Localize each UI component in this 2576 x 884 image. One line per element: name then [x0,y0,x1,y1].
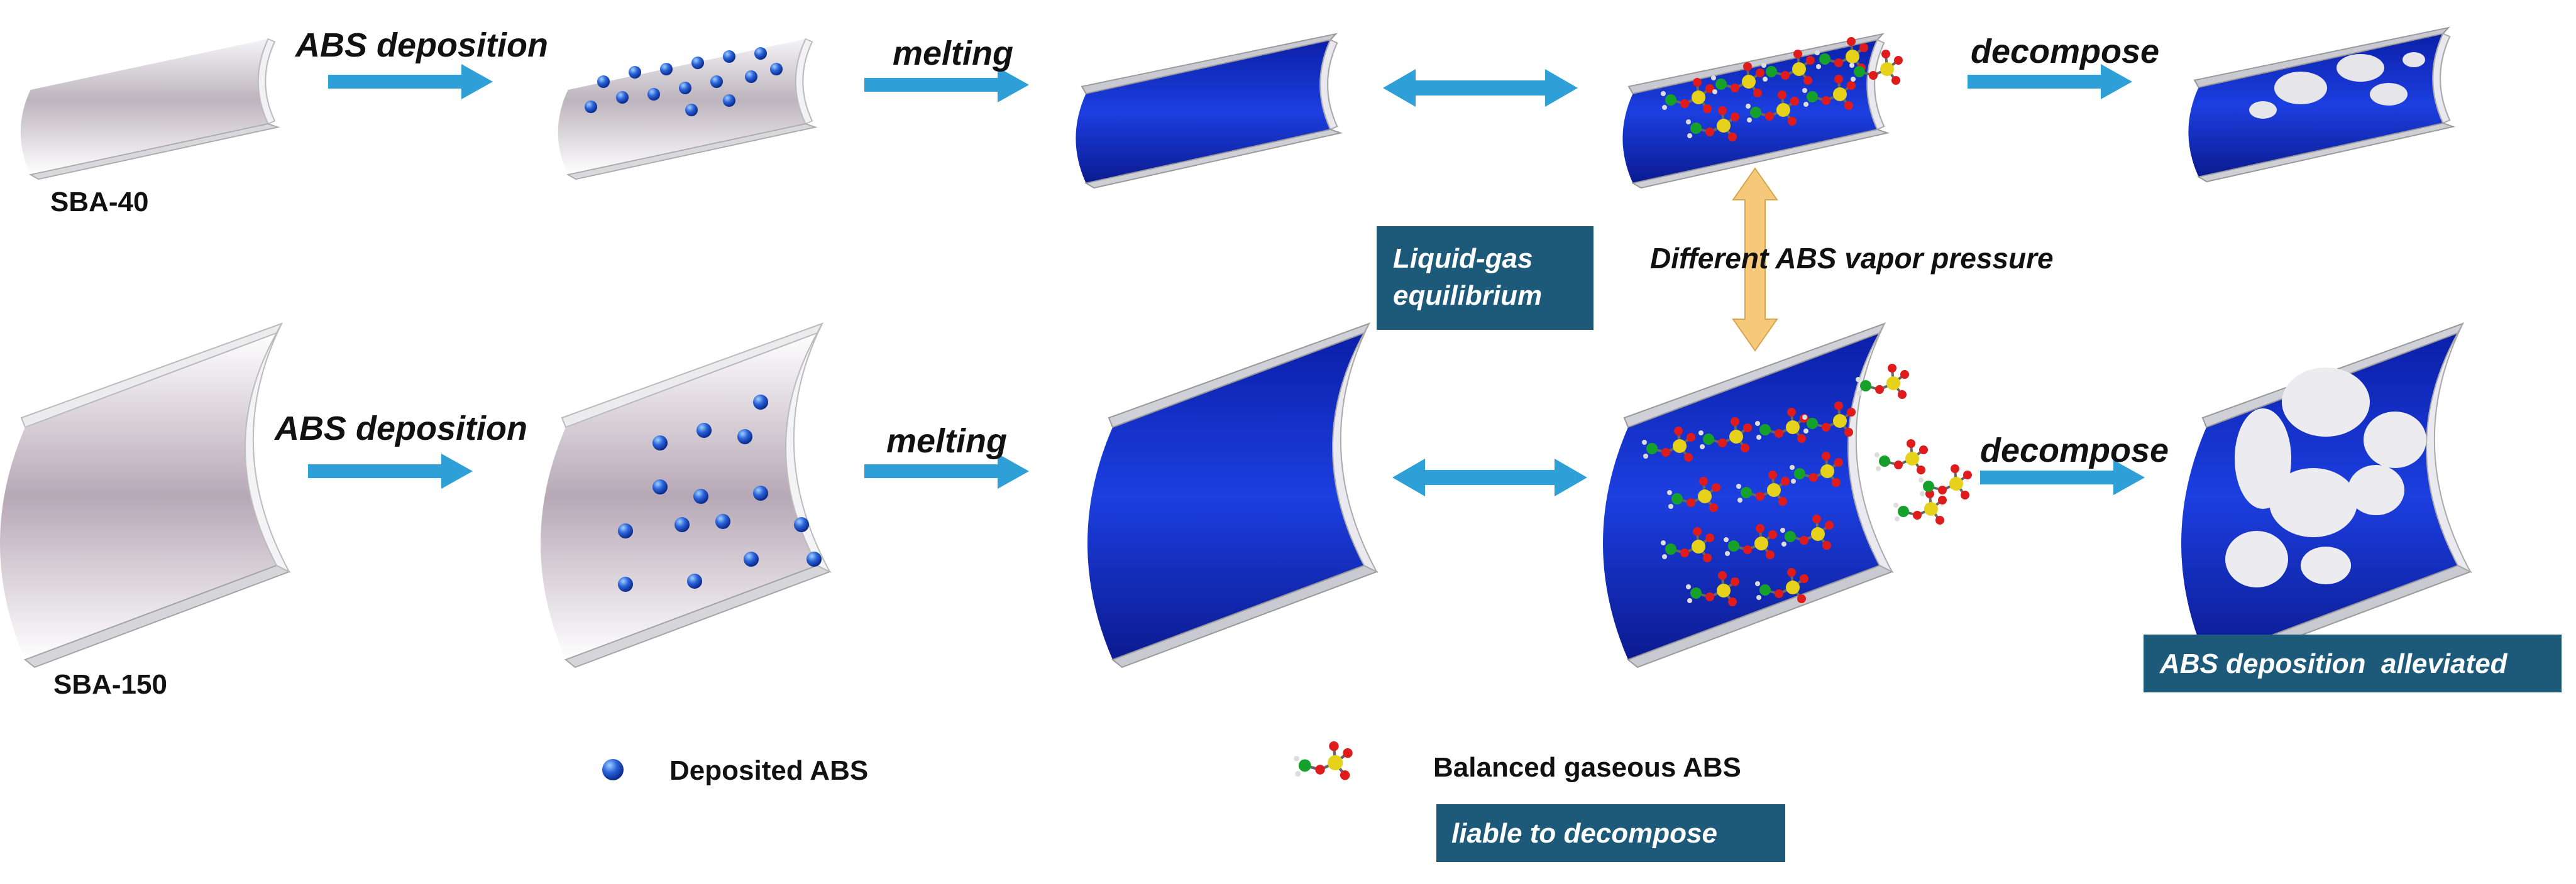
bottom-tube-melted [1087,323,1377,668]
top-sphere-group [585,47,783,116]
abs-sphere [629,66,641,79]
void-patch [2370,83,2408,106]
bottom-step-melting: melting [886,422,1008,460]
top-double-arrow [1383,69,1578,107]
void-patch [2364,412,2426,468]
top-step-melting: melting [893,35,1014,72]
abs-sphere [723,94,735,107]
abs-sphere [616,91,629,104]
sample-label-sba40: SBA-40 [50,187,149,217]
top-tube-empty [19,38,279,180]
void-patch [2301,547,2351,584]
legend-deposited-label: Deposited ABS [669,755,869,786]
equilibrium-line1: Liquid-gas [1393,243,1533,274]
abs-sphere [618,577,633,592]
bottom-step-decompose: decompose [1980,432,2169,469]
void-patch [2282,368,2370,437]
void-patch [2348,465,2404,515]
abs-sphere [674,517,690,532]
abs-sphere [744,552,759,567]
top-tube-equilibrium [1622,33,1904,189]
abs-sphere [745,70,757,83]
sample-label-sba150: SBA-150 [53,669,167,700]
abs-sphere [770,63,783,75]
top-tube-melted [1075,33,1341,189]
bottom-tube-deposited [540,323,830,668]
top-tube-deposited [557,38,817,180]
abs-sphere [687,574,702,589]
abs-sphere [691,57,704,69]
abs-sphere [679,82,691,94]
alleviated-label-box: ABS deposition alleviated [2144,635,2562,692]
abs-sphere [753,395,768,410]
abs-sphere [652,435,668,450]
void-patch [2249,101,2277,119]
equilibrium-label-box: Liquid-gas equilibrium [1377,226,1593,330]
abs-sphere [794,517,809,532]
vertical-double-arrow [1732,167,1778,352]
bottom-tube-decomposed [2181,323,2471,668]
top-step-decompose: decompose [1971,33,2160,70]
bottom-tube-empty [0,323,290,668]
void-patch [2337,54,2384,82]
void-patch [2274,72,2327,104]
abs-sphere [660,63,673,75]
bottom-step-deposition: ABS deposition [275,410,527,447]
top-arrow-melting [864,67,1029,102]
abs-sphere [754,47,767,60]
void-patch [2269,468,2357,537]
abs-sphere [652,479,668,494]
abs-sphere [685,104,698,116]
top-arrow-deposition [328,64,493,99]
vapor-pressure-label: Different ABS vapor pressure [1650,242,2054,275]
void-patch [2225,531,2288,587]
abs-sphere [710,75,723,88]
abs-sphere [806,552,822,567]
abs-sphere [597,75,610,88]
liable-label-box: liable to decompose [1436,804,1785,862]
bottom-arrow-deposition [308,454,473,489]
abs-sphere [693,489,708,504]
abs-sphere [696,423,712,438]
abs-sphere [585,101,597,113]
void-patch [2403,52,2425,67]
abs-sphere [715,514,730,529]
legend-gaseous-label: Balanced gaseous ABS [1433,752,1741,783]
abs-sphere [723,50,735,63]
abs-sphere-icon [602,759,624,780]
equilibrium-line2: equilibrium [1393,280,1543,312]
top-tube-decomposed [2188,26,2454,183]
bottom-tube-equilibrium [1602,323,1973,668]
bottom-double-arrow [1392,459,1587,496]
abs-sphere [737,429,752,444]
abs-sphere [753,486,768,501]
abs-sphere [647,88,660,101]
abs-molecule-icon [1294,741,1353,780]
top-step-deposition: ABS deposition [295,26,548,64]
abs-sphere [618,523,633,538]
